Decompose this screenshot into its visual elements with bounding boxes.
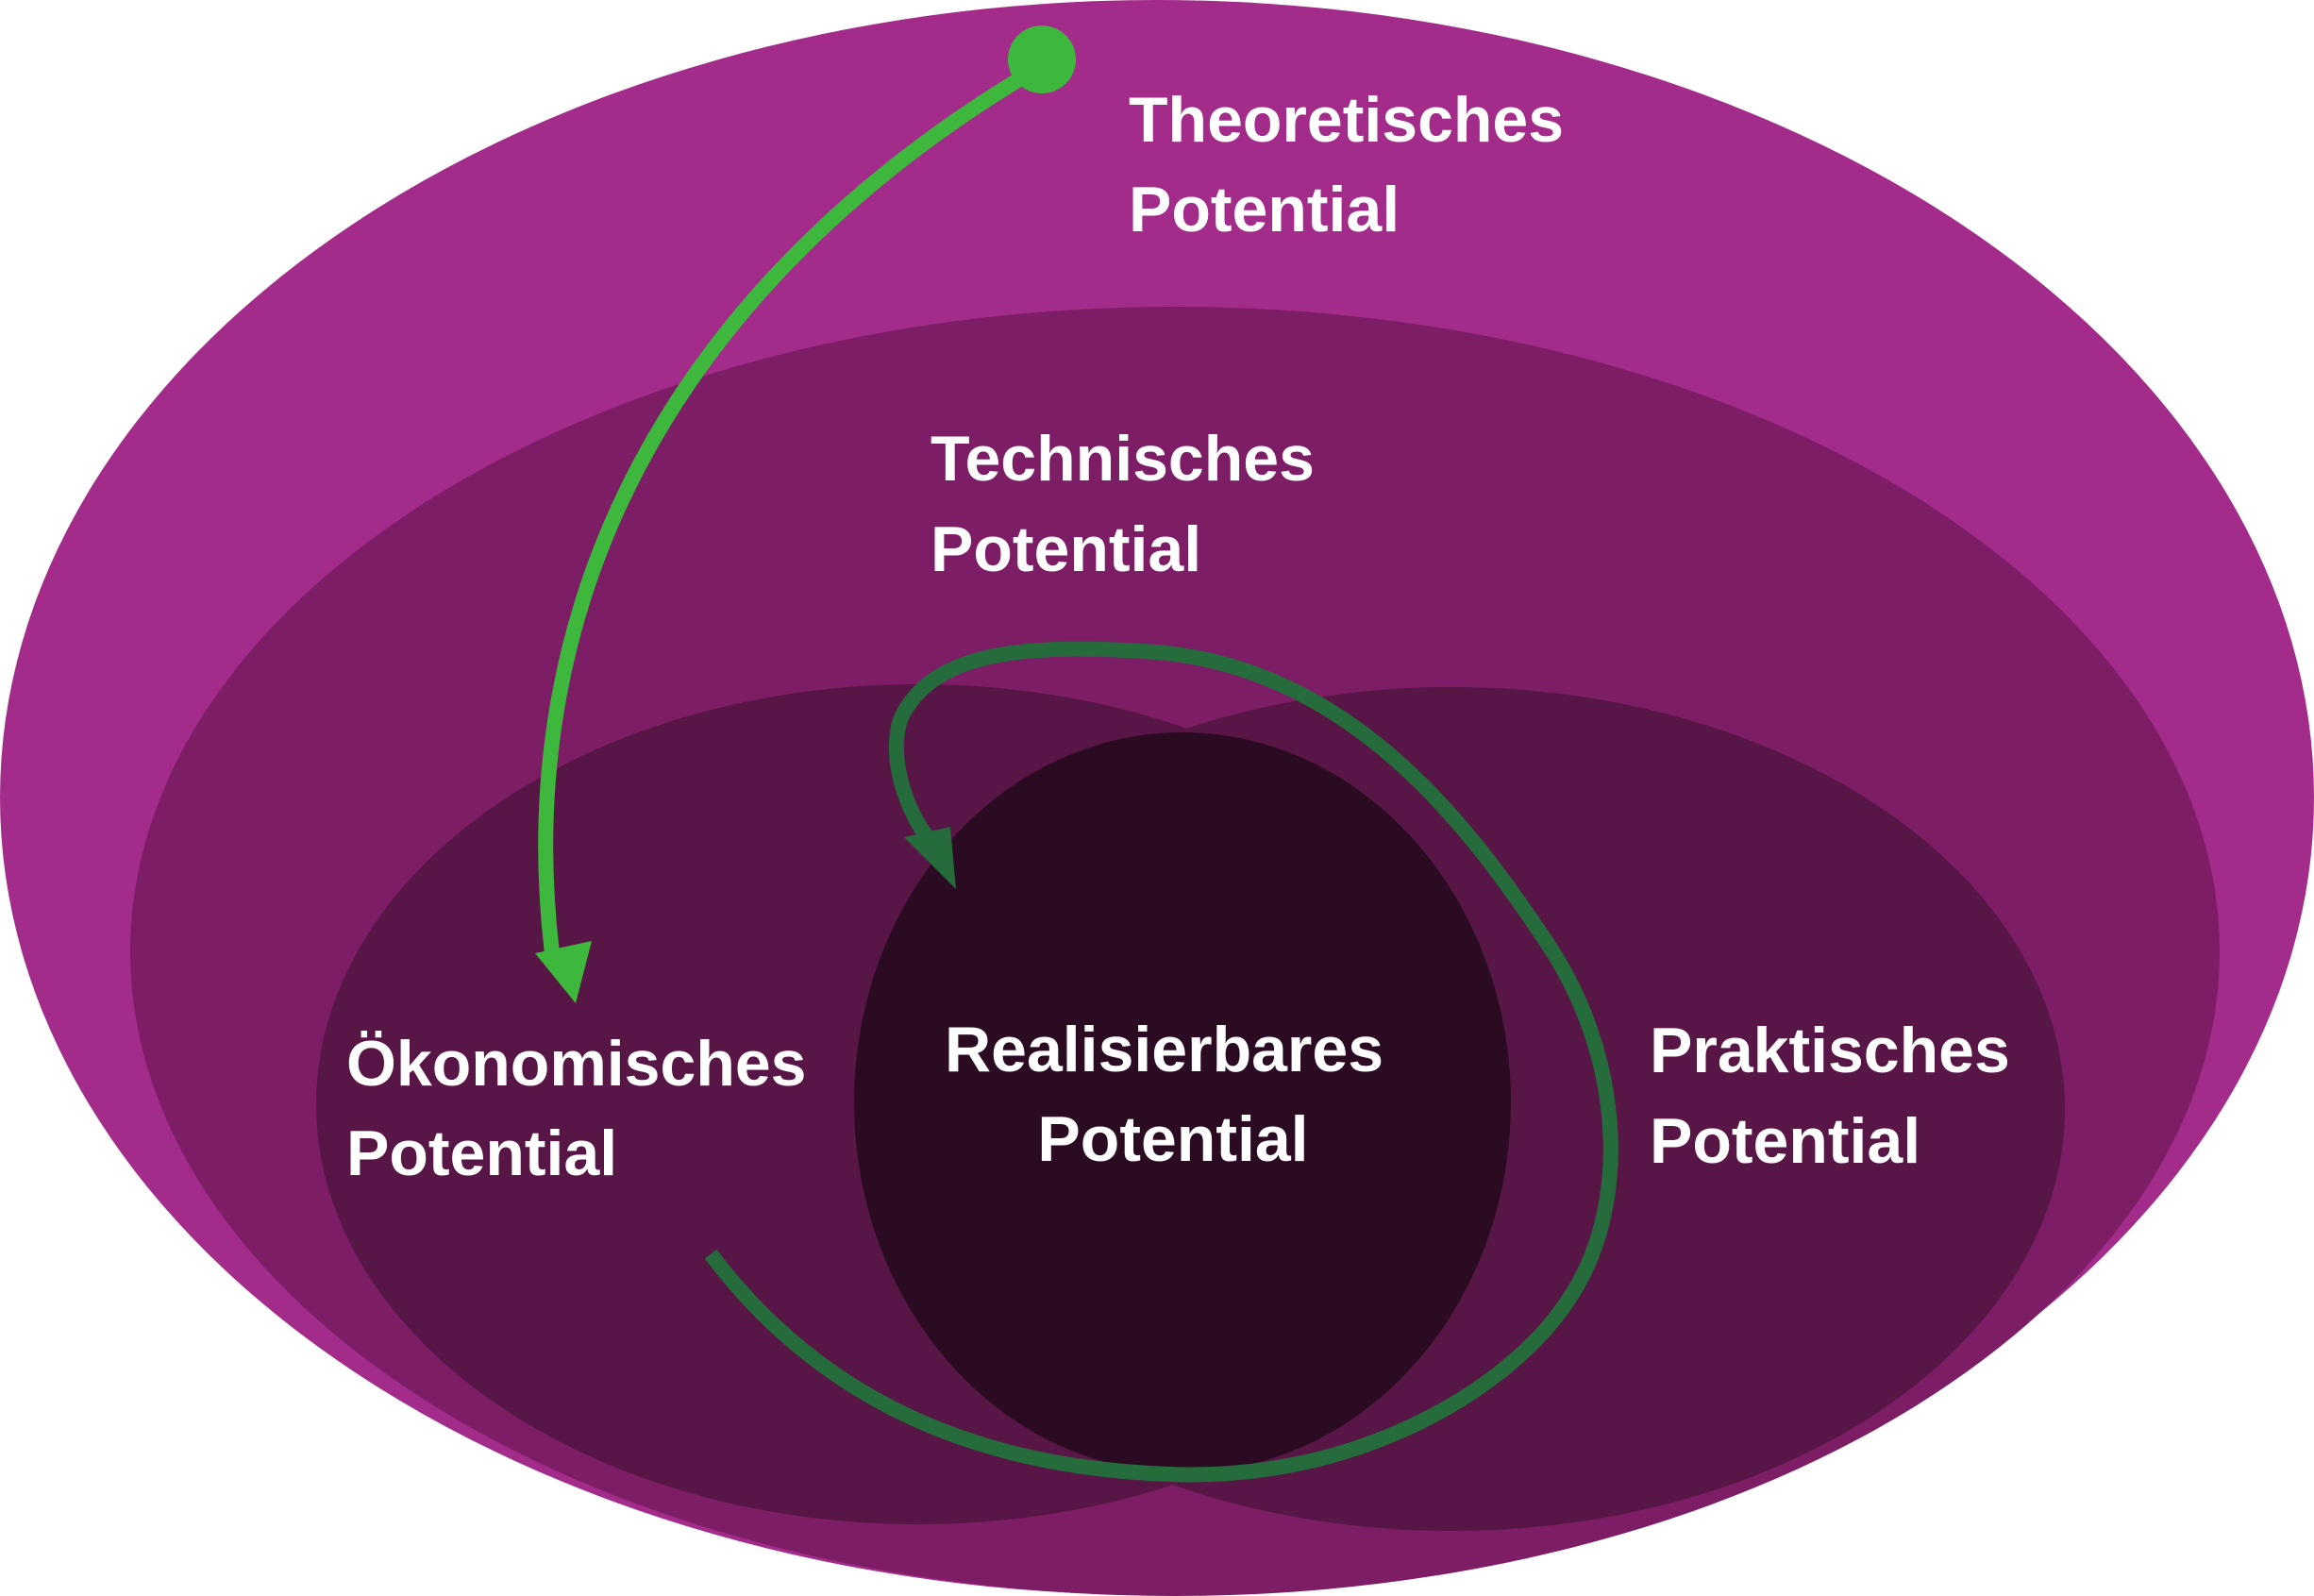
realizable-potential-region — [854, 732, 1511, 1472]
technical-potential-label: Technisches Potential — [931, 423, 1333, 585]
practical-potential-label: Praktisches Potential — [1650, 1015, 2028, 1177]
bright-arrowhead — [535, 941, 592, 1003]
theoretical-potential-label: Theoretisches Potential — [1129, 84, 1582, 245]
economic-label-line2: Potential — [346, 1117, 617, 1189]
dark-spiral-arrow — [704, 641, 1618, 1483]
practical-label-line2: Potential — [1650, 1105, 1920, 1177]
practical-label-line1: Praktisches — [1650, 1015, 2010, 1086]
realizable-label-line2: Potential — [1037, 1103, 1308, 1175]
technical-label-line2: Potential — [931, 513, 1201, 585]
economic-label-line1: Ökonomisches — [346, 1028, 807, 1100]
theoretical-label-line2: Potential — [1129, 174, 1400, 245]
bright-arrow — [535, 25, 1076, 1003]
bright-arrow-path — [538, 66, 1036, 961]
theoretical-label-line1: Theoretisches — [1129, 84, 1564, 156]
dark-arrow-path — [704, 641, 1618, 1483]
realizable-label-line1: Realisierbares — [945, 1014, 1383, 1085]
realizable-potential-label: Realisierbares Potential — [945, 1014, 1401, 1175]
economic-potential-label: Ökonomisches Potential — [346, 1028, 824, 1189]
technical-label-line1: Technisches — [931, 423, 1315, 495]
dark-arrowhead — [904, 827, 956, 889]
